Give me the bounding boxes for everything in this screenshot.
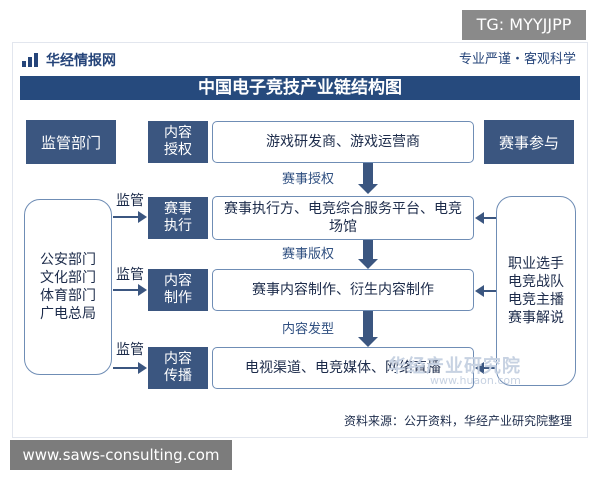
down-arrow-icon [358, 163, 378, 194]
flow-label: 赛事版权 [282, 247, 335, 262]
participant-item: 电竞主播 [508, 292, 564, 308]
regulator-header-box: 监管部门 [26, 120, 116, 164]
down-arrow-icon [358, 311, 378, 347]
regulator-list-box: 公安部门 文化部门 体育部门 广电总局 [24, 199, 112, 375]
stage-content-box: 赛事内容制作、衍生内容制作 [212, 269, 474, 311]
brand-logo-icon [22, 53, 40, 67]
left-arrow-icon [475, 362, 496, 374]
stage-content-box: 赛事执行方、电竞综合服务平台、电竞场馆 [212, 196, 474, 240]
source-note: 资料来源：公开资料，华经产业研究院整理 [343, 414, 572, 428]
stage-label-text: 赛事 执行 [164, 201, 192, 234]
participant-item: 电竞战队 [508, 274, 564, 290]
flow-label: 内容发型 [282, 322, 335, 337]
left-arrow-icon [475, 212, 496, 224]
right-arrow-icon [113, 211, 147, 223]
diagram-title: 中国电子竞技产业链结构图 [20, 76, 580, 100]
supervise-label: 监管 [116, 193, 144, 209]
left-arrow-icon [475, 285, 496, 297]
stage-label-event-execution: 赛事 执行 [148, 197, 208, 239]
corner-tag: TG: MYYJJPP [462, 10, 586, 40]
participant-item: 赛事解说 [508, 310, 564, 326]
regulator-item: 公安部门 [40, 252, 96, 268]
slogan: 专业严谨・客观科学 [458, 52, 576, 67]
regulator-item: 广电总局 [40, 306, 96, 322]
regulator-item: 文化部门 [40, 270, 96, 286]
right-arrow-icon [113, 362, 147, 374]
watermark-logo: 华经产业研究院 [388, 356, 521, 377]
footer-url-badge: www.saws-consulting.com [10, 440, 232, 470]
stage-label-text: 内容 传播 [164, 351, 192, 384]
brand: 华经情报网 [22, 48, 116, 72]
right-arrow-icon [113, 284, 147, 296]
participant-item: 职业选手 [508, 256, 564, 272]
stage-label-content-distribution: 内容 传播 [148, 347, 208, 389]
supervise-label: 监管 [116, 342, 144, 358]
watermark-url: www.huaon.com [430, 374, 521, 387]
brand-name: 华经情报网 [46, 53, 116, 69]
stage-label-content-production: 内容 制作 [148, 269, 208, 311]
supervise-label: 监管 [116, 267, 144, 283]
stage-content-box: 电视渠道、电竞媒体、网络直播 [212, 347, 474, 389]
flow-label: 赛事授权 [282, 172, 335, 187]
stage-content-box: 游戏研发商、游戏运营商 [212, 121, 474, 163]
participant-list-box: 职业选手 电竞战队 电竞主播 赛事解说 [496, 196, 576, 386]
regulator-item: 体育部门 [40, 288, 96, 304]
stage-label-text: 内容 授权 [164, 125, 192, 158]
down-arrow-icon [358, 240, 378, 269]
participant-header-box: 赛事参与 [484, 120, 574, 164]
stage-label-text: 内容 制作 [164, 273, 192, 306]
stage-label-content-license: 内容 授权 [148, 121, 208, 163]
